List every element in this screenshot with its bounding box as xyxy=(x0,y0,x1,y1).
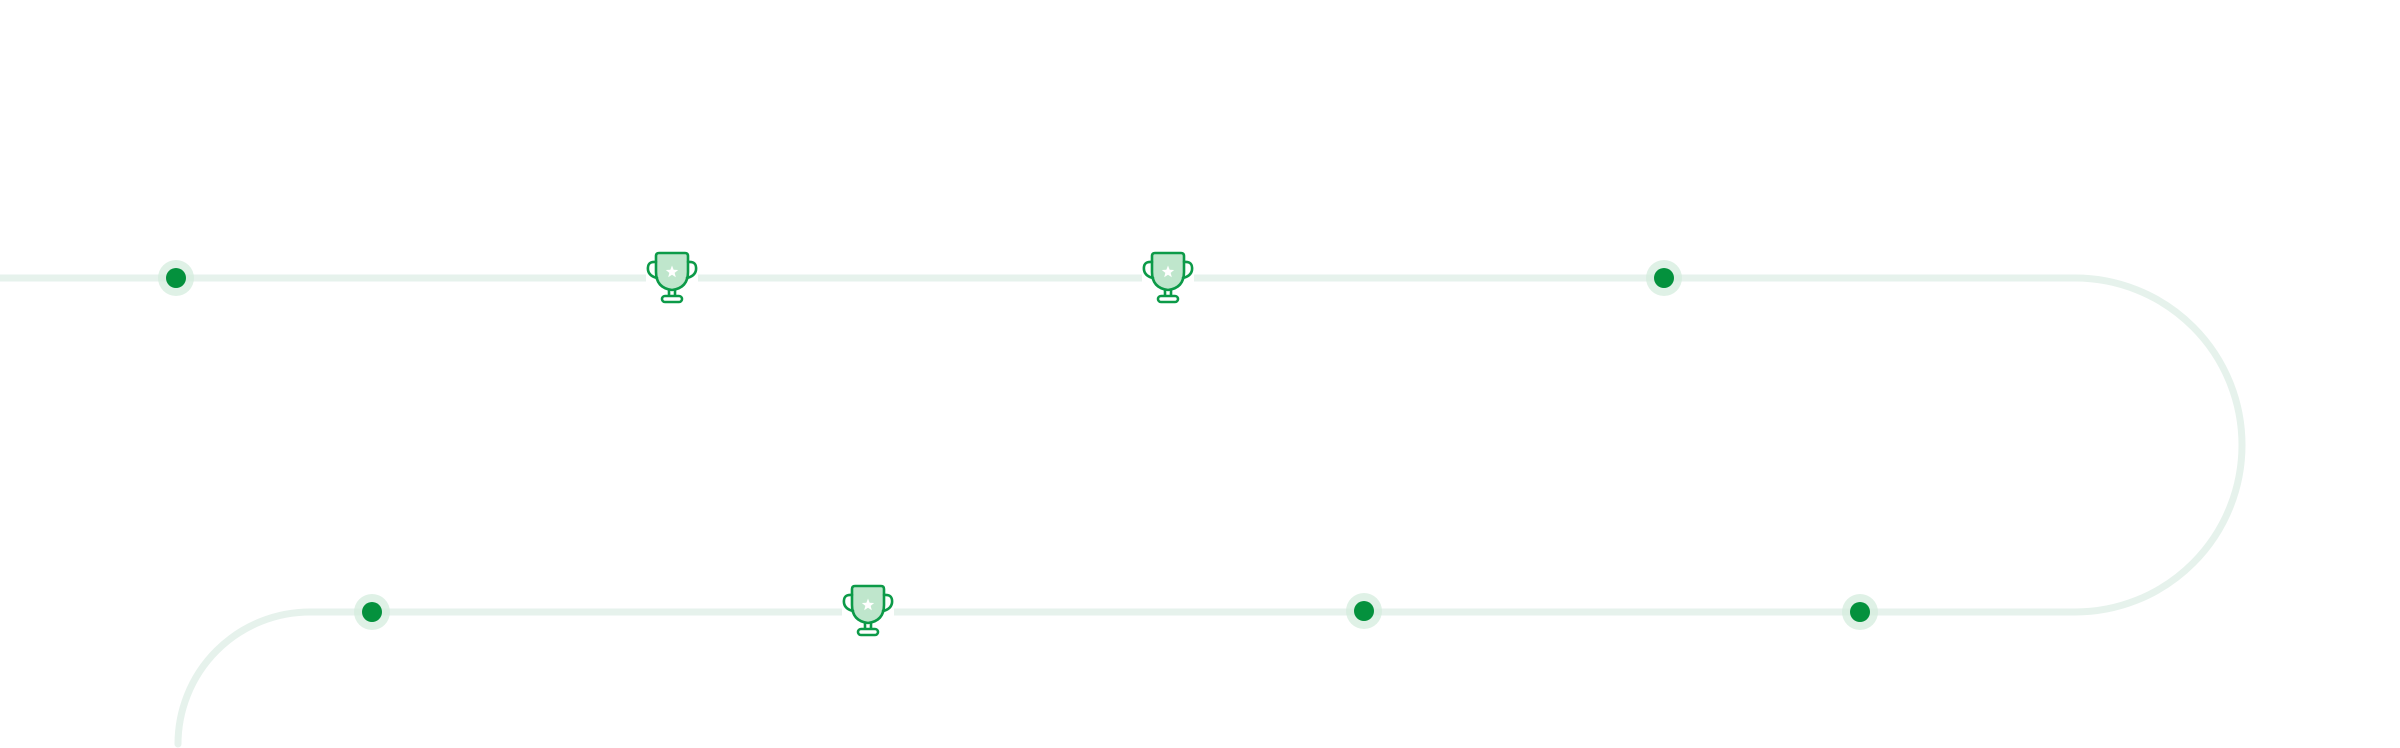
milestone-dot-core xyxy=(1354,601,1374,621)
trophy-handle-right xyxy=(1181,260,1194,280)
trophy-base xyxy=(1156,294,1180,304)
milestone-dot xyxy=(158,260,194,296)
trophy-handle-right xyxy=(685,260,698,280)
trophy-icon xyxy=(646,251,698,304)
milestone-dot xyxy=(1346,593,1382,629)
timeline-track xyxy=(0,274,2246,748)
milestone-dot-core xyxy=(1850,602,1870,622)
milestone-dot xyxy=(1646,260,1682,296)
milestone-dot xyxy=(1842,594,1878,630)
milestone-dot-core xyxy=(362,602,382,622)
trophy-star xyxy=(665,265,679,278)
trophy-star xyxy=(861,598,875,611)
milestone-dot-core xyxy=(166,268,186,288)
trophy-star xyxy=(1161,265,1175,278)
trophy-base xyxy=(660,294,684,304)
trophy-handle-left xyxy=(1142,260,1155,280)
milestone-dot xyxy=(354,594,390,630)
trophy-handle-right xyxy=(881,593,894,613)
trophy-base xyxy=(856,627,880,637)
milestone-dot-core xyxy=(1654,268,1674,288)
trophy-icon xyxy=(1142,251,1194,304)
trophy-handle-left xyxy=(842,593,855,613)
trophy-icon xyxy=(842,584,894,637)
trophy-handle-left xyxy=(646,260,659,280)
